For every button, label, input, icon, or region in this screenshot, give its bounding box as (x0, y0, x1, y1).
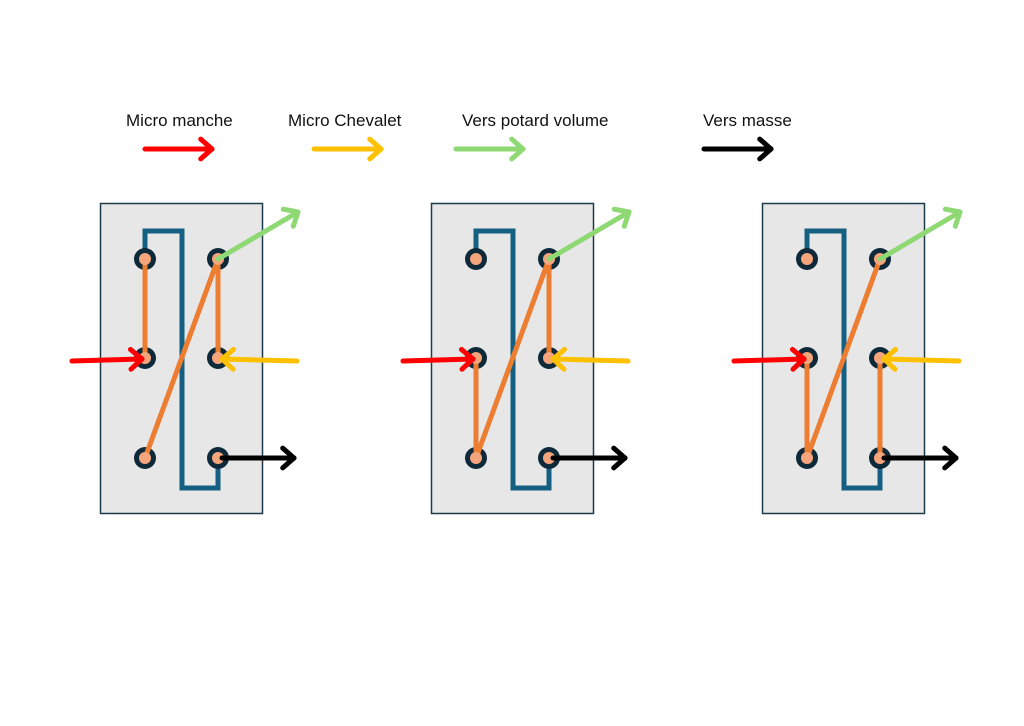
legend-arrow-3 (453, 136, 526, 162)
arrow-micro-chevalet (219, 346, 300, 372)
arrow-to-ground (550, 445, 628, 471)
arrow-to-volume (215, 206, 301, 262)
legend-arrows (142, 136, 774, 162)
arrow-to-ground (219, 445, 297, 471)
terminal-pad-L3 (801, 452, 813, 464)
terminal-pad-R3 (543, 452, 555, 464)
jumper-wire-L3-R1 (804, 258, 883, 459)
legend-label-vers-masse: Vers masse (703, 111, 792, 130)
legend-label-micro-manche: Micro manche (126, 111, 233, 130)
arrow-micro-manche (731, 346, 807, 372)
arrow-micro-manche (69, 346, 145, 372)
switch-position-2 (400, 202, 632, 515)
terminal-pad-L3 (470, 452, 482, 464)
terminal-pad-R3 (212, 452, 224, 464)
legend-arrow-2 (311, 136, 384, 162)
legend-arrow-4 (701, 136, 774, 162)
legend-arrow-1 (142, 136, 215, 162)
arrow-to-volume (877, 206, 963, 262)
legend-label-micro-chevalet: Micro Chevalet (288, 111, 402, 130)
switch-position-1 (69, 202, 301, 515)
terminal-pad-L1 (801, 253, 813, 265)
arrow-to-ground (881, 445, 959, 471)
switch-diagrams (69, 202, 963, 515)
jumper-wire-L3-R1 (473, 258, 552, 459)
arrow-micro-chevalet (881, 346, 962, 372)
legend-label-vers-potard-volume: Vers potard volume (462, 111, 609, 130)
terminal-pad-L3 (139, 452, 151, 464)
terminal-pad-R3 (874, 452, 886, 464)
terminal-pad-L1 (470, 253, 482, 265)
jumper-wire-L3-R1 (142, 258, 221, 459)
terminal-pad-L1 (139, 253, 151, 265)
arrow-to-volume (546, 206, 632, 262)
arrow-micro-chevalet (550, 346, 631, 372)
switch-position-3 (731, 202, 963, 515)
arrow-micro-manche (400, 346, 476, 372)
